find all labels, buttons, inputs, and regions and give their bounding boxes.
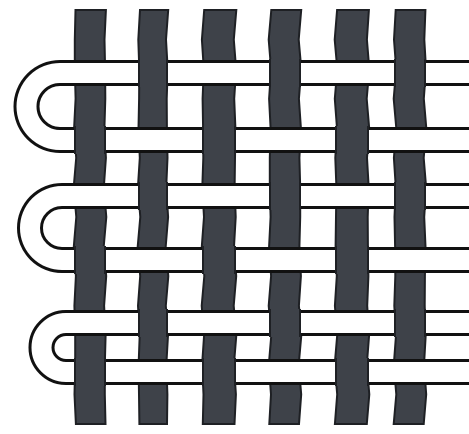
warp-over-crossing	[75, 126, 105, 154]
warp-over-crossing	[270, 59, 300, 87]
warp-over-crossing	[336, 126, 368, 154]
warp-over-crossing	[395, 59, 425, 87]
warp-over-crossing	[336, 246, 368, 274]
warp-over-crossing	[139, 182, 167, 210]
warp-over-crossing	[203, 358, 235, 386]
warp-over-crossing	[139, 59, 167, 87]
warp-over-crossing	[270, 309, 300, 337]
warp-over-crossing	[395, 182, 425, 210]
warp-over-crossing	[203, 126, 235, 154]
warp-over-crossing	[270, 182, 300, 210]
warp-over-crossing	[75, 358, 105, 386]
warp-over-crossing	[139, 309, 167, 337]
warp-over-crossing	[203, 246, 235, 274]
warp-over-crossing	[75, 246, 105, 274]
warp-over-crossing	[336, 358, 368, 386]
warp-over-crossing	[395, 309, 425, 337]
